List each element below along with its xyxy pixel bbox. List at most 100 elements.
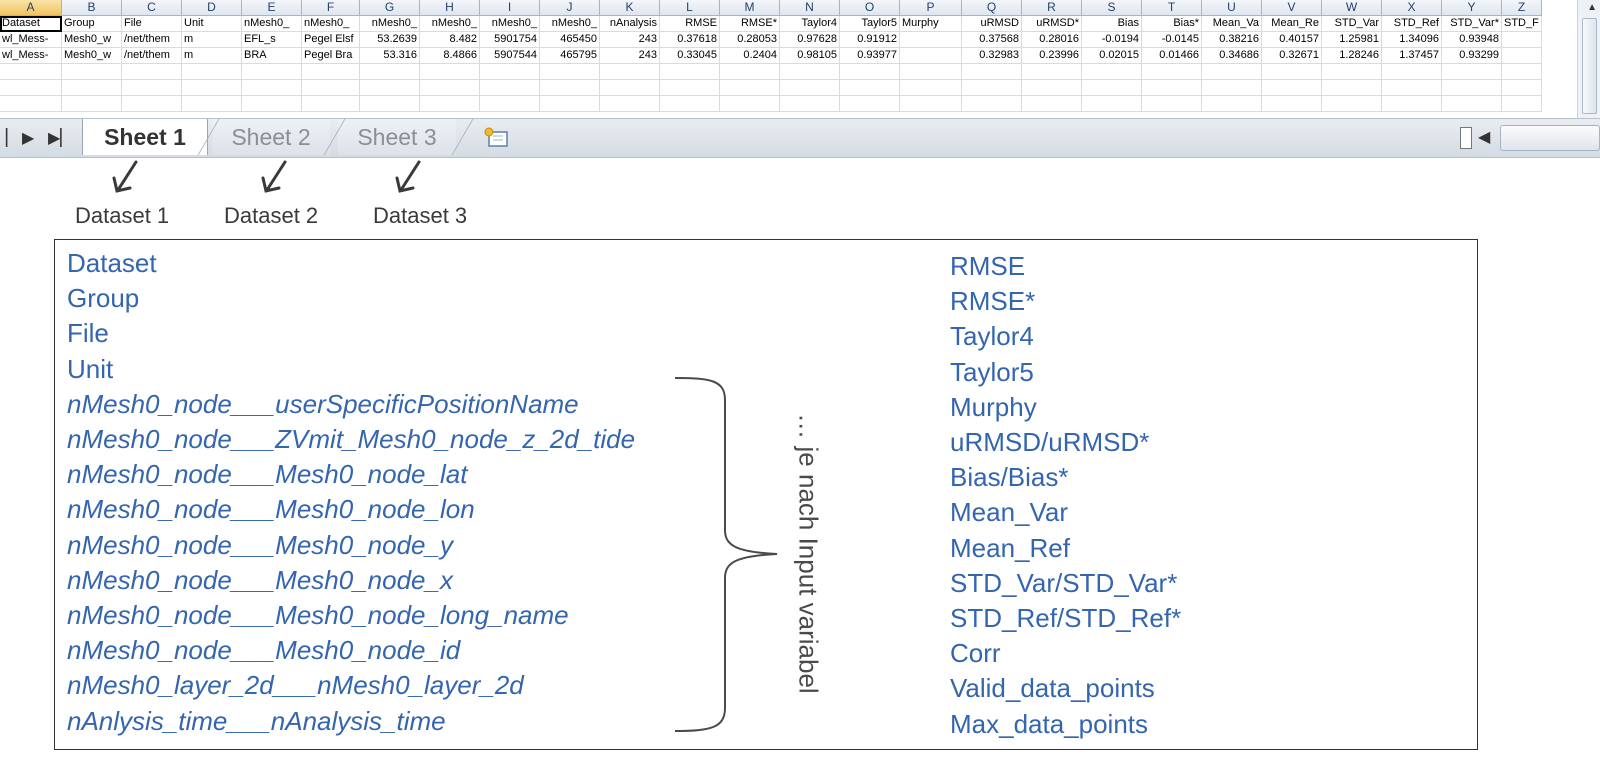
table-cell[interactable] [1442, 64, 1502, 80]
table-cell[interactable] [1442, 80, 1502, 96]
table-cell[interactable] [540, 64, 600, 80]
column-header-h[interactable]: H [420, 0, 480, 16]
table-cell[interactable]: Bias [1082, 16, 1142, 32]
table-cell[interactable] [360, 64, 420, 80]
table-cell[interactable] [540, 80, 600, 96]
table-cell[interactable] [122, 96, 182, 112]
table-cell[interactable]: Taylor5 [840, 16, 900, 32]
column-header-v[interactable]: V [1262, 0, 1322, 16]
table-cell[interactable]: Taylor4 [780, 16, 840, 32]
table-cell[interactable] [720, 80, 780, 96]
column-header-e[interactable]: E [242, 0, 302, 16]
table-cell[interactable]: 0.93977 [840, 48, 900, 64]
column-header-j[interactable]: J [540, 0, 600, 16]
table-cell[interactable] [62, 64, 122, 80]
table-cell[interactable]: 0.32983 [962, 48, 1022, 64]
table-cell[interactable] [1502, 64, 1542, 80]
table-cell[interactable]: 0.40157 [1262, 32, 1322, 48]
table-cell[interactable] [900, 48, 962, 64]
column-header-k[interactable]: K [600, 0, 660, 16]
insert-sheet-icon[interactable] [478, 125, 514, 151]
table-cell[interactable] [1022, 80, 1082, 96]
table-cell[interactable] [1442, 96, 1502, 112]
table-cell[interactable]: STD_Var [1322, 16, 1382, 32]
tab-sheet-3[interactable]: Sheet 3 [338, 119, 456, 155]
table-cell[interactable] [1502, 32, 1542, 48]
table-cell[interactable]: Pegel Bra [302, 48, 360, 64]
table-cell[interactable]: STD_F [1502, 16, 1542, 32]
table-cell[interactable]: EFL_s [242, 32, 302, 48]
table-cell[interactable] [900, 64, 962, 80]
table-cell[interactable] [182, 80, 242, 96]
table-cell[interactable] [840, 80, 900, 96]
table-cell[interactable] [1322, 64, 1382, 80]
table-cell[interactable] [1322, 80, 1382, 96]
table-cell[interactable]: 0.37618 [660, 32, 720, 48]
column-header-o[interactable]: O [840, 0, 900, 16]
table-cell[interactable]: Mesh0_w [62, 32, 122, 48]
table-cell[interactable]: 0.28053 [720, 32, 780, 48]
table-cell[interactable]: Dataset [0, 16, 62, 32]
table-cell[interactable]: Murphy [900, 16, 962, 32]
table-cell[interactable]: nMesh0_ [480, 16, 540, 32]
table-cell[interactable] [360, 96, 420, 112]
table-cell[interactable]: -0.0194 [1082, 32, 1142, 48]
table-cell[interactable]: nMesh0_ [302, 16, 360, 32]
table-cell[interactable] [1082, 96, 1142, 112]
table-cell[interactable]: 0.97628 [780, 32, 840, 48]
vertical-scroll-thumb[interactable] [1582, 18, 1597, 114]
table-cell[interactable] [420, 96, 480, 112]
table-cell[interactable] [660, 80, 720, 96]
table-cell[interactable]: nMesh0_ [420, 16, 480, 32]
table-cell[interactable] [1202, 64, 1262, 80]
table-cell[interactable]: 0.34686 [1202, 48, 1262, 64]
split-handle[interactable] [1460, 127, 1472, 149]
table-cell[interactable] [360, 80, 420, 96]
table-cell[interactable] [1142, 80, 1202, 96]
column-header-c[interactable]: C [122, 0, 182, 16]
table-cell[interactable] [900, 96, 962, 112]
table-cell[interactable] [242, 80, 302, 96]
table-cell[interactable]: 0.93299 [1442, 48, 1502, 64]
table-cell[interactable] [540, 96, 600, 112]
column-header-g[interactable]: G [360, 0, 420, 16]
table-cell[interactable]: 8.482 [420, 32, 480, 48]
table-cell[interactable] [122, 80, 182, 96]
table-cell[interactable]: m [182, 32, 242, 48]
table-cell[interactable] [1082, 64, 1142, 80]
table-cell[interactable] [1382, 64, 1442, 80]
table-cell[interactable]: Pegel Elsf [302, 32, 360, 48]
table-cell[interactable] [1262, 96, 1322, 112]
table-cell[interactable]: 0.38216 [1202, 32, 1262, 48]
table-cell[interactable]: File [122, 16, 182, 32]
table-cell[interactable] [780, 96, 840, 112]
table-cell[interactable] [1142, 64, 1202, 80]
column-header-y[interactable]: Y [1442, 0, 1502, 16]
table-cell[interactable] [182, 64, 242, 80]
table-cell[interactable] [900, 32, 962, 48]
table-cell[interactable]: -0.0145 [1142, 32, 1202, 48]
table-cell[interactable]: STD_Var* [1442, 16, 1502, 32]
table-cell[interactable] [480, 96, 540, 112]
column-header-b[interactable]: B [62, 0, 122, 16]
table-cell[interactable]: 0.23996 [1022, 48, 1082, 64]
column-header-u[interactable]: U [1202, 0, 1262, 16]
table-cell[interactable] [1022, 64, 1082, 80]
table-cell[interactable]: 0.01466 [1142, 48, 1202, 64]
table-cell[interactable] [62, 96, 122, 112]
table-cell[interactable]: 1.37457 [1382, 48, 1442, 64]
table-cell[interactable]: wl_Mess- [0, 48, 62, 64]
table-cell[interactable]: STD_Ref [1382, 16, 1442, 32]
table-cell[interactable] [600, 96, 660, 112]
table-cell[interactable] [302, 80, 360, 96]
table-cell[interactable]: uRMSD* [1022, 16, 1082, 32]
table-cell[interactable]: 0.02015 [1082, 48, 1142, 64]
column-header-q[interactable]: Q [962, 0, 1022, 16]
table-cell[interactable] [780, 64, 840, 80]
table-cell[interactable]: Group [62, 16, 122, 32]
table-cell[interactable] [600, 64, 660, 80]
column-header-i[interactable]: I [480, 0, 540, 16]
table-cell[interactable]: Mesh0_w [62, 48, 122, 64]
table-cell[interactable] [962, 64, 1022, 80]
column-header-f[interactable]: F [302, 0, 360, 16]
